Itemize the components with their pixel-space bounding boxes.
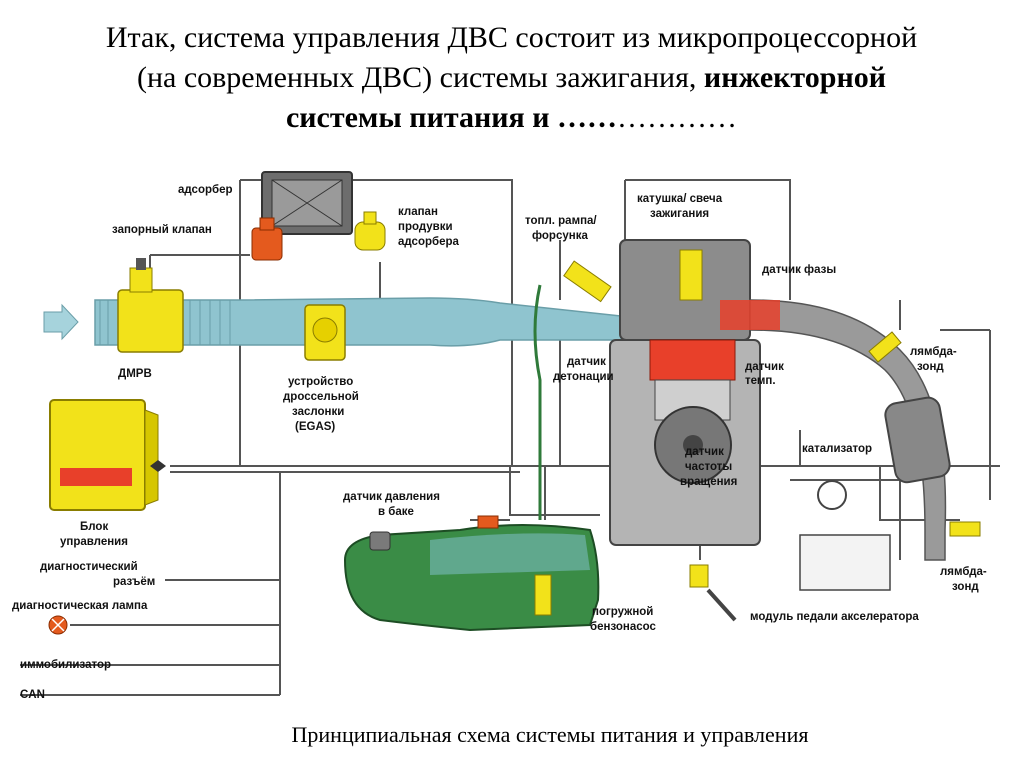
duct-ribs bbox=[99, 300, 231, 345]
title-line-3-normal: ………… bbox=[617, 101, 738, 134]
fuel-injector bbox=[533, 260, 612, 520]
label-tank-sensor-1: датчик давления bbox=[343, 491, 440, 503]
label-immobilizer: иммобилизатор bbox=[20, 659, 111, 671]
label-lambda-2b: зонд bbox=[952, 581, 979, 593]
label-throttle-1: устройство bbox=[288, 376, 353, 388]
accelerator-pedal bbox=[689, 564, 737, 622]
label-tank-sensor-2: в баке bbox=[378, 506, 414, 518]
battery bbox=[799, 480, 891, 591]
label-purge-valve-2: продувки bbox=[398, 221, 453, 233]
label-lambda-1a: лямбда- bbox=[910, 346, 957, 358]
label-coil-2: зажигания bbox=[650, 208, 709, 220]
label-ecu-1: Блок bbox=[80, 521, 108, 533]
ecu-unit bbox=[49, 399, 166, 511]
label-fuel-rail-1: топл. рампа/ bbox=[525, 215, 597, 227]
label-lambda-2a: лямбда- bbox=[940, 566, 987, 578]
label-adsorber: адсорбер bbox=[178, 184, 233, 196]
title-line-1: Итак, система управления ДВС состоит из … bbox=[105, 21, 918, 54]
purge-valve bbox=[354, 211, 386, 251]
label-catalyst: катализатор bbox=[802, 443, 872, 455]
label-knock-2: детонации bbox=[553, 371, 614, 383]
fuel-line bbox=[533, 284, 542, 520]
label-diag-connector-1: диагностический bbox=[40, 561, 138, 573]
fuel-tank bbox=[343, 515, 600, 632]
air-inlet-arrow bbox=[43, 303, 79, 341]
label-coil-1: катушка/ свеча bbox=[637, 193, 723, 205]
title-line-2: (на современных ДВС) системы зажигания, … bbox=[0, 58, 1023, 98]
label-pedal: модуль педали акселератора bbox=[750, 611, 919, 623]
label-shutoff-valve: запорный клапан bbox=[112, 224, 212, 236]
label-temp-2: темп. bbox=[745, 375, 776, 387]
label-diag-lamp: диагностическая лампа bbox=[12, 600, 148, 612]
label-pump-2: бензонасос bbox=[590, 621, 657, 633]
label-temp-1: датчик bbox=[745, 361, 784, 373]
label-purge-valve-1: клапан bbox=[398, 206, 438, 218]
label-pump-1: погружной bbox=[592, 606, 653, 618]
slide-title: Итак, система управления ДВС состоит из … bbox=[0, 18, 1023, 138]
label-knock-1: датчик bbox=[567, 356, 606, 368]
label-dmrv: ДМРВ bbox=[118, 368, 152, 380]
catalyst-body bbox=[884, 396, 951, 484]
diagram-labels: адсорбер запорный клапан клапан продувки… bbox=[12, 184, 987, 701]
label-can: CAN bbox=[20, 689, 45, 701]
engine-block bbox=[609, 239, 761, 546]
mass-airflow-sensor bbox=[117, 258, 184, 353]
label-crank-2: частоты bbox=[685, 461, 732, 473]
label-crank-3: вращения bbox=[680, 476, 737, 488]
ignition-coil bbox=[679, 249, 703, 301]
label-fuel-rail-2: форсунка bbox=[532, 230, 588, 242]
diagram-caption: Принципиальная схема системы питания и у… bbox=[291, 722, 809, 747]
lambda-sensor-2 bbox=[949, 521, 981, 537]
lambda-sensor-1 bbox=[868, 331, 902, 363]
title-line-2-bold: инжекторной bbox=[703, 61, 887, 94]
adsorber-canister bbox=[261, 171, 353, 235]
label-diag-connector-2: разъём bbox=[113, 576, 155, 588]
fuel-pump bbox=[534, 574, 552, 616]
label-throttle-2: дроссельной bbox=[283, 391, 359, 403]
diagnostic-lamp bbox=[48, 615, 68, 635]
combustion-chamber bbox=[649, 339, 736, 381]
title-line-2-normal: (на современных ДВС) системы зажигания, bbox=[136, 61, 704, 94]
label-lambda-1b: зонд bbox=[917, 361, 944, 373]
label-ecu-2: управления bbox=[60, 536, 128, 548]
title-line-3-bold: системы питания и …… bbox=[285, 101, 618, 134]
title-line-3: системы питания и ……………… bbox=[0, 98, 1023, 138]
tank-pressure-sensor bbox=[477, 515, 499, 529]
throttle-body bbox=[304, 304, 346, 361]
label-throttle-3: заслонки bbox=[292, 406, 344, 418]
label-phase-sensor: датчик фазы bbox=[762, 264, 836, 276]
exhaust-system bbox=[720, 299, 951, 561]
label-crank-1: датчик bbox=[685, 446, 724, 458]
label-throttle-4: (EGAS) bbox=[295, 421, 335, 433]
shutoff-valve bbox=[251, 217, 283, 261]
label-purge-valve-3: адсорбера bbox=[398, 236, 460, 248]
